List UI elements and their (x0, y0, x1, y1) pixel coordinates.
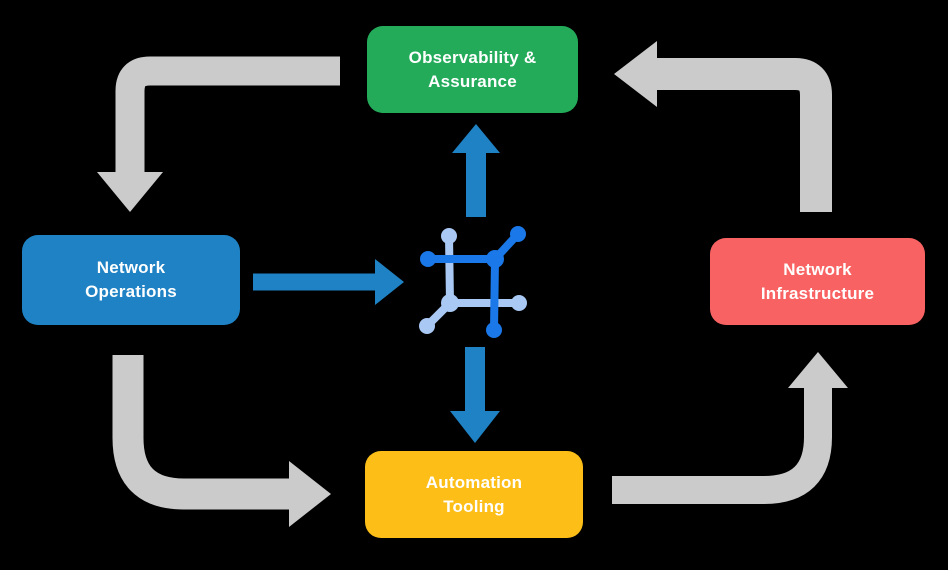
arrow-observability-to-operations (97, 56, 340, 212)
node-observability-assurance: Observability & Assurance (367, 26, 578, 113)
arrow-icon-to-observability (452, 124, 500, 217)
node-network-operations: Network Operations (22, 235, 240, 325)
arrow-icon-to-automation (450, 347, 500, 443)
node-label-line2: Infrastructure (760, 283, 875, 303)
node-label-line1: Automation (425, 472, 523, 492)
arrow-infrastructure-to-observability (614, 41, 832, 212)
node-label-line1: Network (783, 259, 852, 279)
node-automation-tooling: Automation Tooling (365, 451, 583, 538)
arrow-operations-to-icon (253, 259, 404, 305)
node-label-line1: Observability & (408, 47, 537, 67)
node-label-line2: Assurance (428, 71, 517, 91)
node-label-line2: Tooling (443, 496, 505, 516)
icon-nodes (419, 226, 527, 338)
arrow-operations-to-automation (112, 355, 331, 527)
node-label-line1: Network (96, 258, 166, 277)
arrow-automation-to-infrastructure (612, 352, 848, 504)
network-mesh-icon (419, 226, 527, 338)
node-network-infrastructure: Network Infrastructure (710, 238, 925, 325)
node-label-line2: Operations (85, 282, 177, 301)
